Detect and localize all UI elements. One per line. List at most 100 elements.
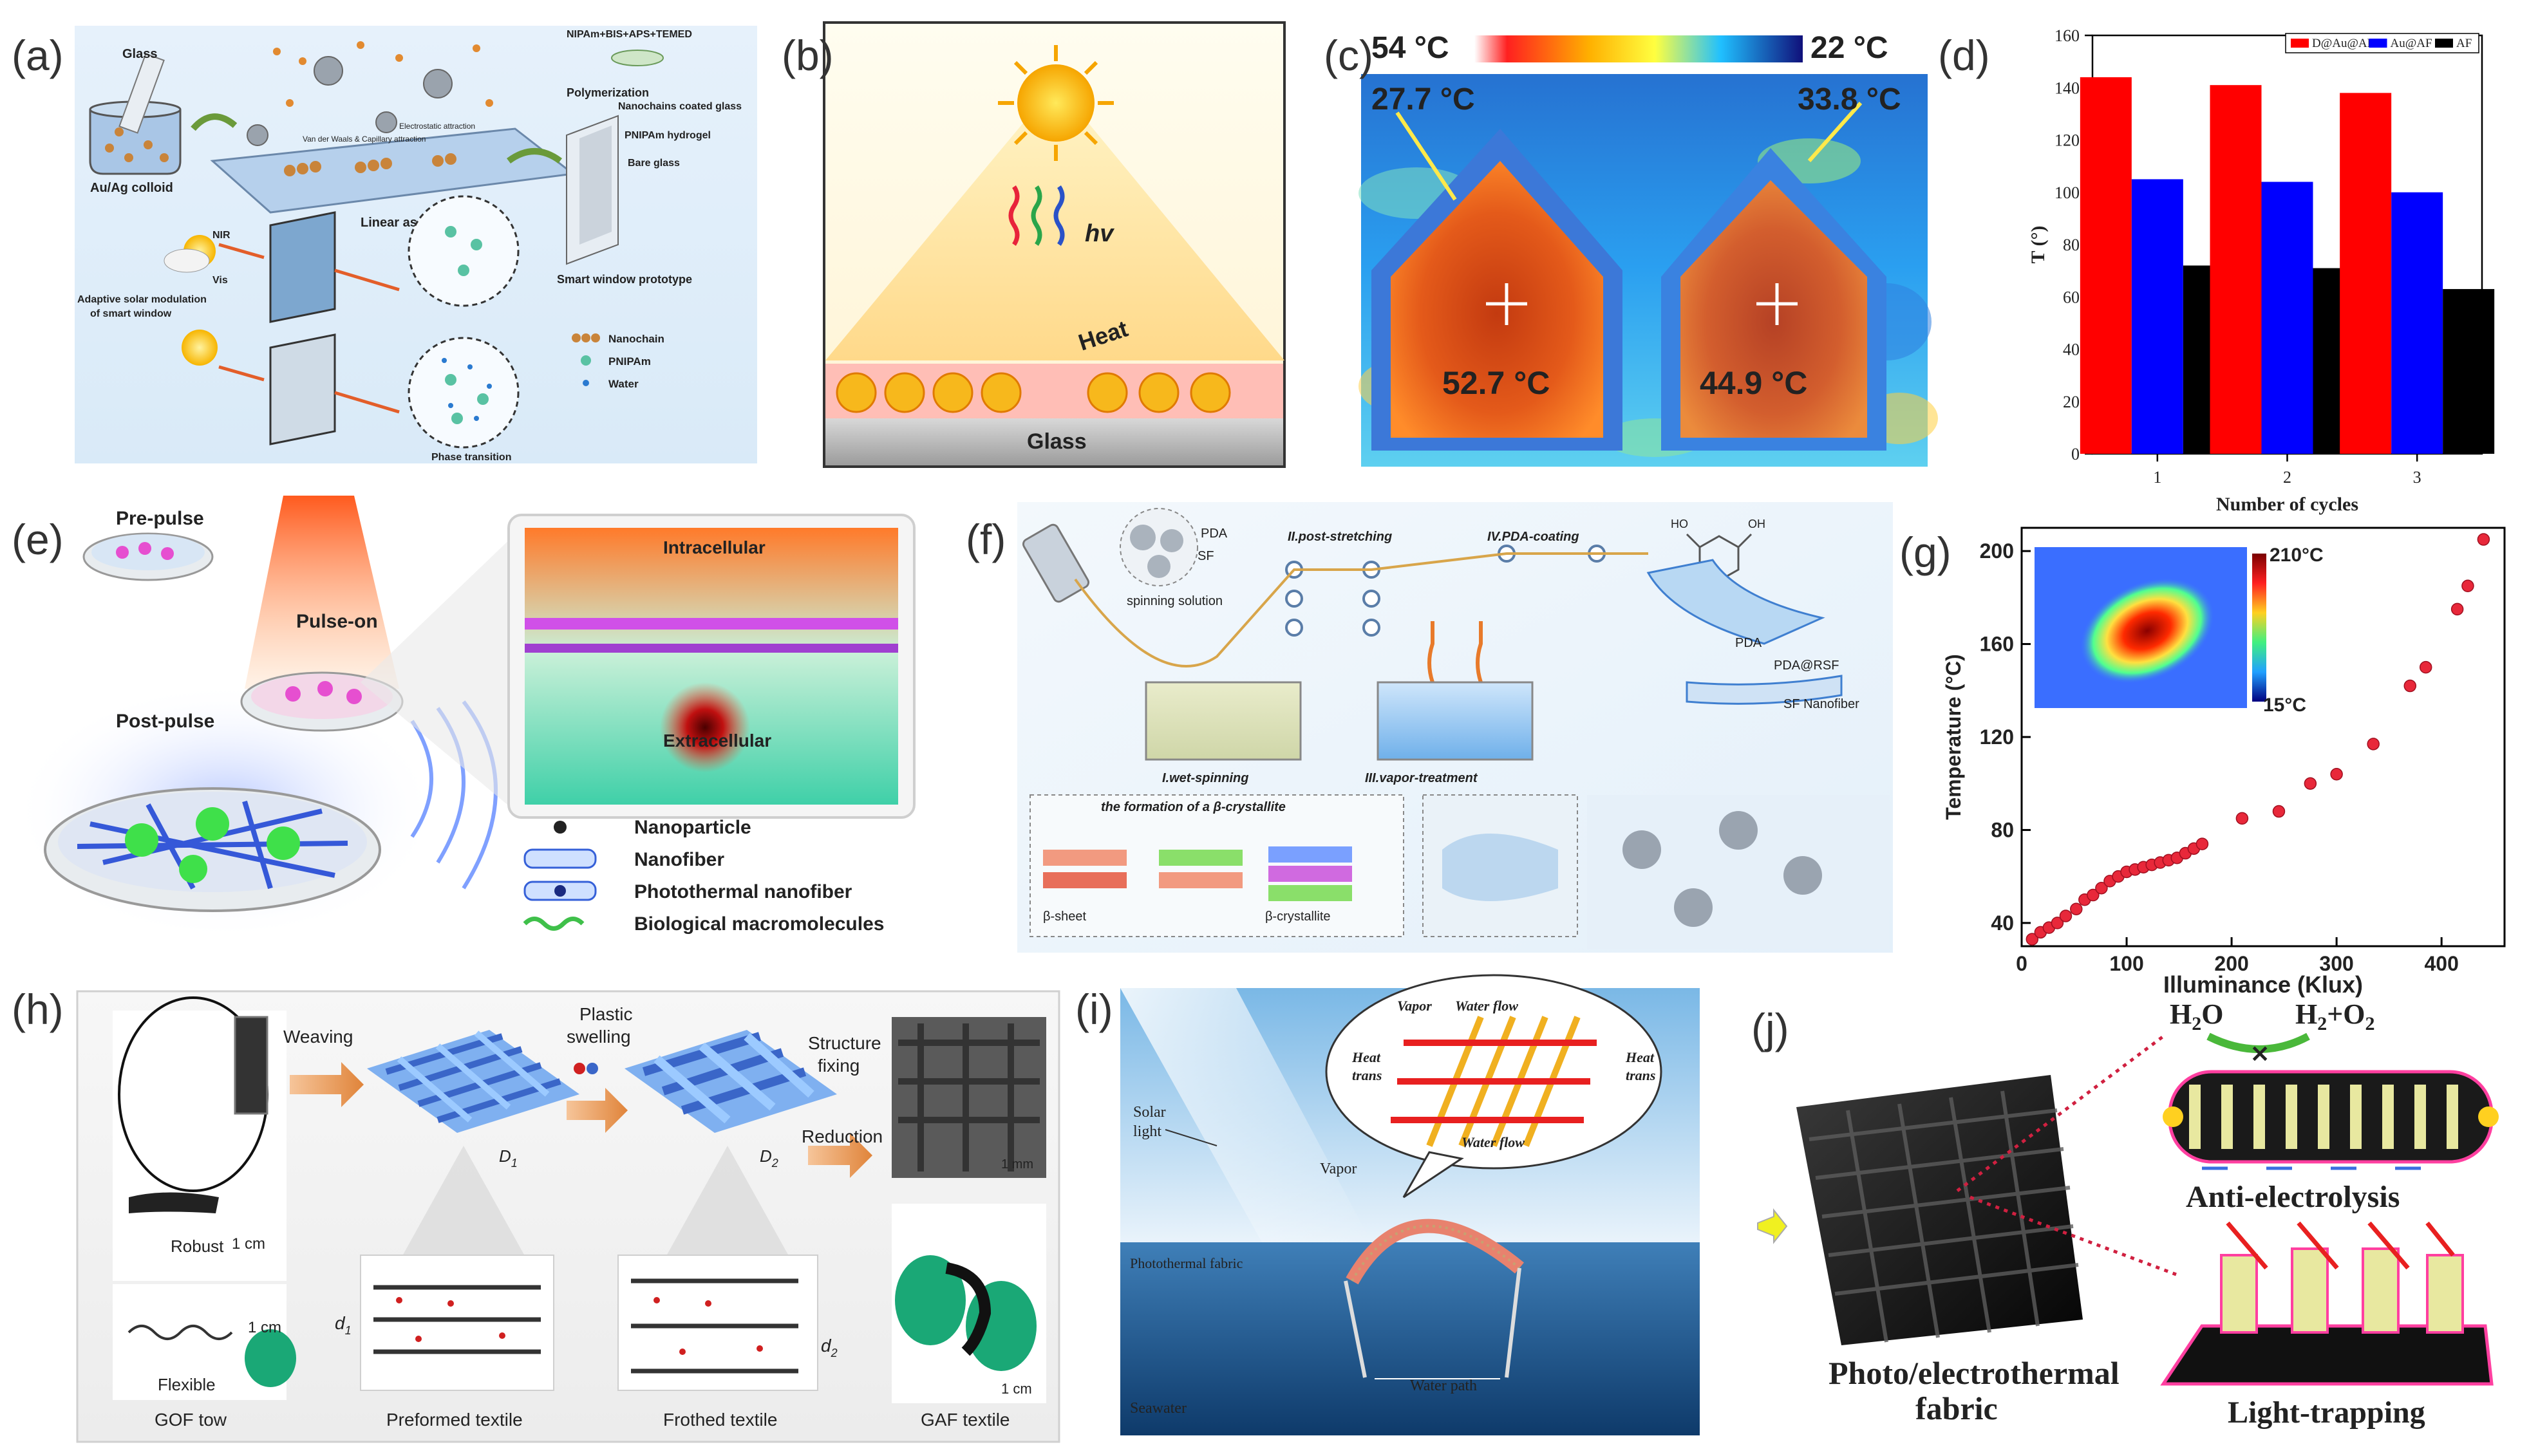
legend-macromolecules: Biological macromolecules: [634, 913, 884, 935]
d-legend-swatch-0: [2291, 39, 2309, 48]
d-ylabel: T (°): [2027, 226, 2049, 264]
label-frothed: Frothed textile: [663, 1410, 777, 1430]
label-small-d2: d2: [821, 1336, 838, 1359]
label-solar-1: Solar: [1133, 1104, 1166, 1121]
crosshair-icon-2: [1756, 283, 1798, 325]
vapor-arrows: [1427, 621, 1483, 683]
caption-line-2: fabric: [1915, 1390, 1998, 1426]
label-colloid: Au/Ag colloid: [90, 181, 173, 195]
wet-spinning-bath: [1145, 681, 1302, 761]
g-xtick-label-2: 200: [2214, 952, 2248, 975]
g-point-23: [2304, 777, 2317, 790]
g-point-0: [2026, 933, 2039, 946]
arrow-icon-2: [507, 148, 562, 164]
gaf-bent-icon: [945, 1262, 992, 1356]
label-small-d1: d1: [335, 1313, 352, 1337]
frothed-textile-icon: [625, 1030, 837, 1133]
pointer-arrows: [1395, 102, 1863, 201]
legend-pnipam-icon: [581, 355, 591, 366]
label-fabric: Photothermal fabric: [1130, 1255, 1243, 1271]
electron-icons: [2163, 1106, 2499, 1127]
label-intracellular: Intracellular: [663, 537, 766, 557]
g-point-4: [2059, 910, 2073, 922]
window-cool-icon: [269, 333, 336, 445]
g-xtick-label-0: 0: [2016, 952, 2027, 975]
g-point-27: [2419, 660, 2432, 674]
g-xtick-label-1: 100: [2109, 952, 2143, 975]
d-ytick-label-6: 120: [2054, 131, 2080, 150]
label-pda-2: PDA: [1735, 636, 1762, 650]
g-colorbar: [2252, 554, 2266, 702]
solution-spheres: [1130, 525, 1183, 578]
sun-icon: [182, 330, 218, 366]
g-point-21: [2235, 812, 2249, 825]
label-mm: 1 mm: [1001, 1157, 1033, 1171]
label-beta-crystallite: β-crystallite: [1265, 910, 1331, 924]
light-arrows: [218, 243, 400, 414]
label-swelling: swelling: [567, 1027, 631, 1047]
label-seawater: Seawater: [1130, 1400, 1187, 1417]
panel-label-i: (i): [1075, 985, 1113, 1033]
cloud-sun-icon: [164, 235, 216, 273]
label-reduction: Reduction: [802, 1126, 883, 1146]
label-nir: NIR: [212, 230, 230, 241]
legend-nanofiber-icon: [523, 848, 597, 869]
d-bar-D@Au@AF-3: [2340, 93, 2392, 454]
fabric-icon: [1796, 1075, 2083, 1345]
g-point-25: [2367, 738, 2380, 751]
g-xlabel: Illuminance (Klux): [2163, 971, 2363, 998]
label-structure: Structure: [808, 1033, 881, 1053]
stack-view-1: [360, 1255, 554, 1391]
panel-h: (h) Robust 1 cm Flexible 1 cm GOF tow We…: [0, 966, 1069, 1456]
label-glass: Glass: [1027, 429, 1087, 454]
panel-label-h: (h): [12, 985, 64, 1033]
g-point-26: [2403, 679, 2417, 693]
label-post-pulse: Post-pulse: [116, 711, 214, 732]
label-gaf: GAF textile: [921, 1410, 1010, 1430]
g-colorbar-max: 210°C: [2270, 545, 2324, 566]
g-point-22: [2272, 805, 2286, 818]
label-reagents: NIPAm+BIS+APS+TEMED: [567, 29, 692, 40]
flexible-fiber: [127, 1325, 233, 1340]
label-heat-2: Heat: [1625, 1049, 1655, 1065]
g-point-29: [2461, 579, 2474, 593]
light-rays-icon: [2226, 1221, 2455, 1270]
legend-water-icon: [583, 380, 589, 386]
label-sf-nanofiber: SF Nanofiber: [1783, 697, 1859, 711]
panel-label-e: (e): [12, 516, 64, 563]
g-point-7: [2087, 888, 2100, 902]
d-xtick-label-0: 1: [2153, 468, 2161, 487]
label-extracellular: Extracellular: [663, 731, 771, 751]
g-ytick-label-4: 200: [1980, 539, 2014, 563]
temp-left-house: 52.7 °C: [1442, 365, 1550, 401]
d-legend-label-2: AF: [2456, 37, 2472, 50]
label-sf: SF: [1198, 549, 1214, 563]
pointer-solar: [1165, 1129, 1217, 1146]
legend-nanoparticle-icon: [554, 821, 567, 834]
panel-i-illustration: Vapor Water flow Heat trans Heat trans W…: [1120, 974, 1700, 1435]
g-ytick-label-1: 80: [1991, 818, 2014, 841]
label-water-path: Water path: [1410, 1377, 1477, 1394]
d-bar-Au@AF-1: [2131, 179, 2183, 454]
g-ylabel: Temperature (°C): [1942, 654, 1965, 820]
molecule-icon-2: [587, 1063, 598, 1074]
label-water-flow-1: Water flow: [1455, 998, 1518, 1014]
panel-j-illustration: Photo/electrothermal fabric H2O H2+O2 ✕ …: [1757, 998, 2499, 1430]
legend-pnipam: PNIPAm: [608, 355, 651, 368]
g-ytick-label-3: 160: [1980, 633, 2014, 656]
label-cm-1: 1 cm: [232, 1235, 265, 1253]
label-vis: Vis: [212, 275, 228, 286]
label-phase: Phase transition: [431, 452, 511, 463]
fabric-weave: [1809, 1090, 2079, 1343]
d-bar-Au@AF-2: [2261, 182, 2313, 454]
graphene-layers-1: [373, 1285, 541, 1354]
d-xtick-label-1: 2: [2283, 468, 2291, 487]
glove-left-icon: [895, 1255, 966, 1345]
panel-b-illustration: hv Heat Glass: [823, 21, 1286, 468]
stack-view-2: [617, 1255, 818, 1391]
panel-label-g: (g): [1899, 528, 1951, 576]
g-point-30: [2477, 533, 2490, 546]
label-glass: Glass: [122, 47, 157, 61]
g-point-5: [2070, 902, 2083, 915]
